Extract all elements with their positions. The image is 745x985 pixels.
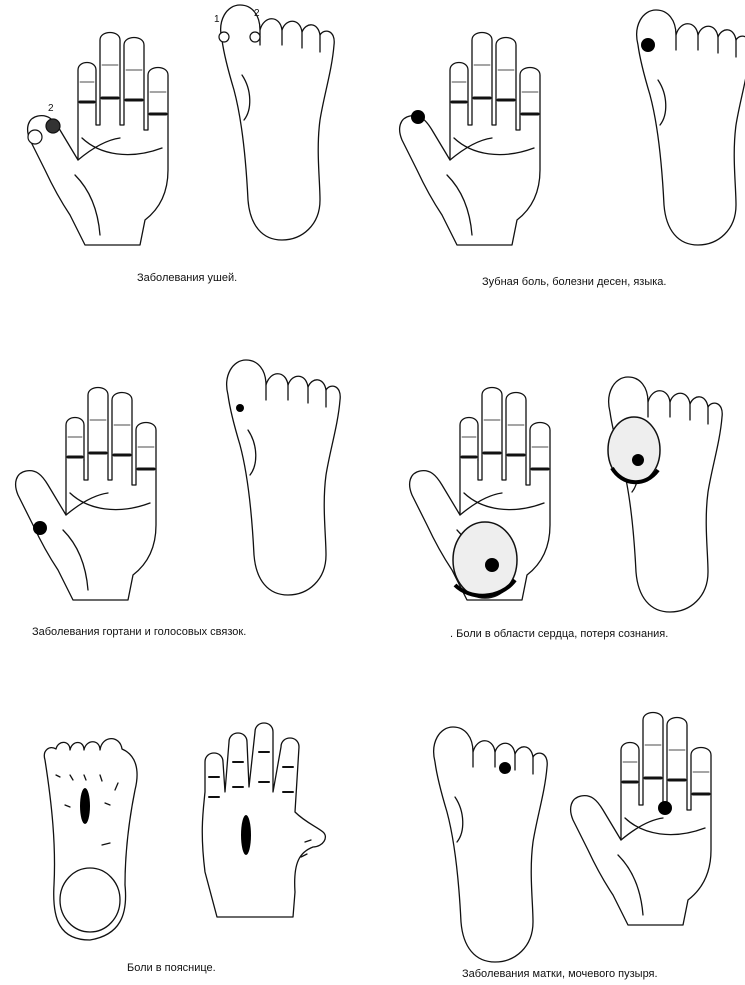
ears-foot-point-2 (250, 32, 260, 42)
uterus-hand-point (658, 801, 672, 815)
teeth-foot-point (641, 38, 655, 52)
caption-ears: Заболевания ушей. (137, 272, 237, 284)
heart-foot-point (632, 454, 644, 466)
ears-foot-label-1: 1 (214, 14, 220, 25)
larynx-foot-point (236, 404, 244, 412)
caption-uterus: Заболевания матки, мочевого пузыря. (462, 968, 658, 980)
lowback-panel (44, 723, 325, 940)
ears-foot-illustration (221, 5, 335, 240)
larynx-hand-illustration (16, 388, 156, 601)
lowback-hand-illustration (202, 723, 325, 917)
teeth-hand-point (411, 110, 425, 124)
heart-hand-point (485, 558, 499, 572)
ears-panel: 2 1 2 (28, 5, 335, 245)
teeth-panel (400, 10, 745, 245)
caption-lowback: Боли в пояснице. (127, 962, 216, 974)
uterus-panel (434, 713, 711, 963)
caption-teeth: Зубная боль, болезни десен, языка. (482, 276, 666, 288)
caption-heart: . Боли в области сердца, потеря сознания… (450, 628, 668, 640)
lowback-hand-point (241, 815, 251, 855)
larynx-hand-point (33, 521, 47, 535)
teeth-hand-illustration (400, 33, 540, 246)
ears-hand-illustration (28, 33, 168, 246)
lowback-foot-point (80, 788, 90, 824)
caption-larynx: Заболевания гортани и голосовых связок. (32, 626, 246, 638)
uterus-hand-illustration (571, 713, 711, 926)
larynx-foot-illustration (227, 360, 341, 595)
uterus-foot-point (499, 762, 511, 774)
heart-foot-illustration (609, 377, 723, 612)
uterus-foot-illustration (434, 727, 548, 962)
larynx-panel (16, 360, 341, 600)
ears-hand-point-2 (46, 119, 60, 133)
heart-panel (410, 377, 723, 612)
ears-hand-point-label: 2 (48, 103, 54, 114)
lowback-foot-illustration (44, 739, 137, 940)
ears-hand-point-1 (28, 130, 42, 144)
ears-foot-label-2: 2 (254, 8, 260, 19)
ears-foot-point-1 (219, 32, 229, 42)
